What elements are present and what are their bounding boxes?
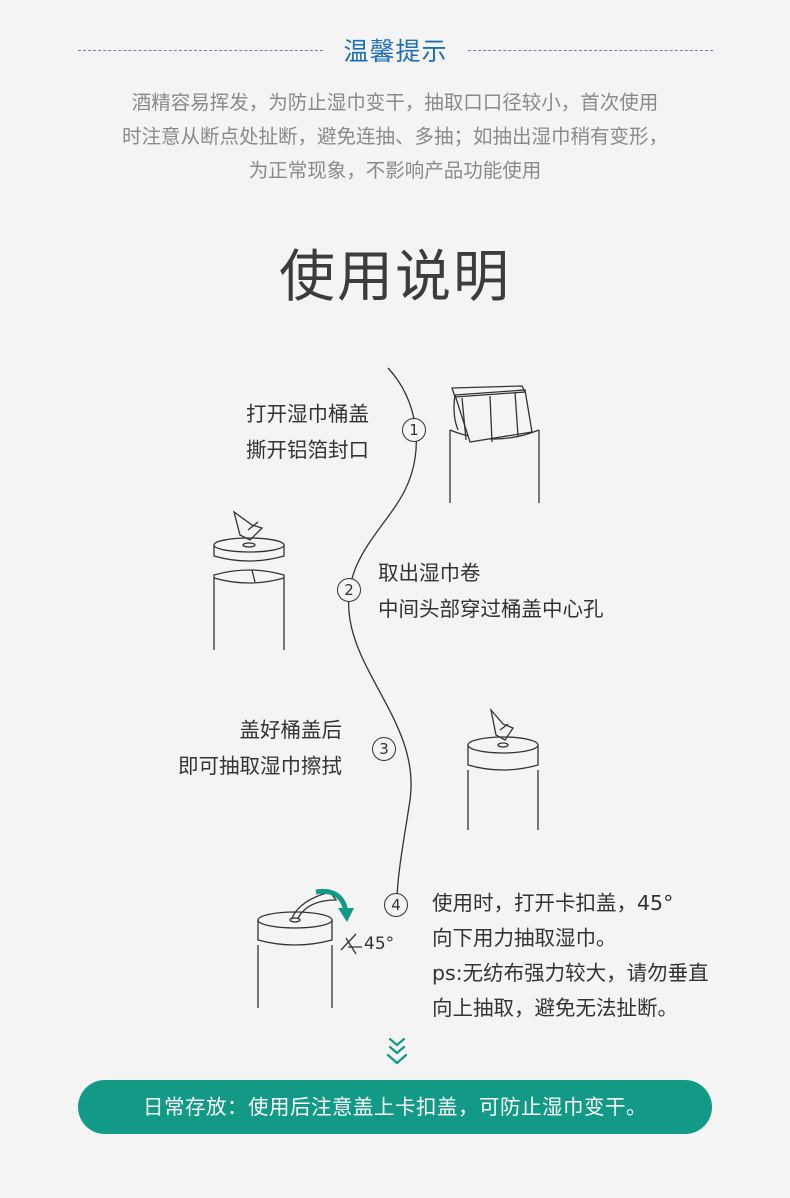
divider-right bbox=[468, 50, 713, 51]
tips-title: 温馨提示 bbox=[343, 37, 448, 66]
step-line: 中间头部穿过桶盖中心孔 bbox=[378, 597, 604, 621]
step-line: 使用时，打开卡扣盖，45° bbox=[432, 891, 674, 915]
step-line: 盖好桶盖后 bbox=[239, 718, 343, 742]
tips-text: 酒精容易挥发，为防止湿巾变干，抽取口口径较小，首次使用 时注意从断点处扯断，避免… bbox=[40, 86, 750, 188]
step-line: 撕开铝箔封口 bbox=[246, 438, 369, 462]
step-4-number: 4 bbox=[384, 893, 408, 917]
instructions-title: 使用说明 bbox=[279, 245, 511, 310]
rotate-arrow-icon bbox=[315, 888, 354, 922]
step-line: 打开湿巾桶盖 bbox=[246, 402, 369, 426]
tips-header: 温馨提示 bbox=[0, 28, 790, 68]
down-arrows-icon bbox=[386, 1037, 408, 1065]
step-2-text: 取出湿巾卷 中间头部穿过桶盖中心孔 bbox=[378, 555, 604, 627]
container-closed-illustration bbox=[467, 707, 539, 830]
step-3-number: 3 bbox=[372, 737, 396, 761]
storage-banner: 日常存放：使用后注意盖上卡扣盖，可防止湿巾变干。 bbox=[78, 1080, 712, 1134]
step-connector-line bbox=[347, 367, 417, 899]
tips-line: 为正常现象，不影响产品功能使用 bbox=[248, 159, 542, 182]
tips-line: 酒精容易挥发，为防止湿巾变干，抽取口口径较小，首次使用 bbox=[131, 91, 659, 114]
step-1-text: 打开湿巾桶盖 撕开铝箔封口 bbox=[246, 396, 369, 468]
divider-left bbox=[78, 50, 323, 51]
tips-line: 时注意从断点处扯断，避免连抽、多抽；如抽出湿巾稍有变形， bbox=[121, 125, 668, 148]
step-line: 即可抽取湿巾擦拭 bbox=[178, 754, 342, 778]
angle-label: 45° bbox=[364, 934, 395, 954]
step-3-text: 盖好桶盖后 即可抽取湿巾擦拭 bbox=[150, 712, 342, 784]
container-open-illustration bbox=[449, 385, 540, 503]
step-1-number: 1 bbox=[402, 418, 426, 442]
step-line: 向下用力抽取湿巾。 bbox=[432, 926, 617, 950]
step-line: 向上抽取，避免无法扯断。 bbox=[432, 996, 678, 1020]
step-line: ps:无纺布强力较大，请勿垂直 bbox=[432, 961, 709, 985]
step-line: 取出湿巾卷 bbox=[378, 561, 481, 585]
step-4-text: 使用时，打开卡扣盖，45° 向下用力抽取湿巾。 ps:无纺布强力较大，请勿垂直 … bbox=[432, 886, 709, 1026]
lid-roll-illustration bbox=[213, 510, 285, 650]
step-2-number: 2 bbox=[337, 578, 361, 602]
